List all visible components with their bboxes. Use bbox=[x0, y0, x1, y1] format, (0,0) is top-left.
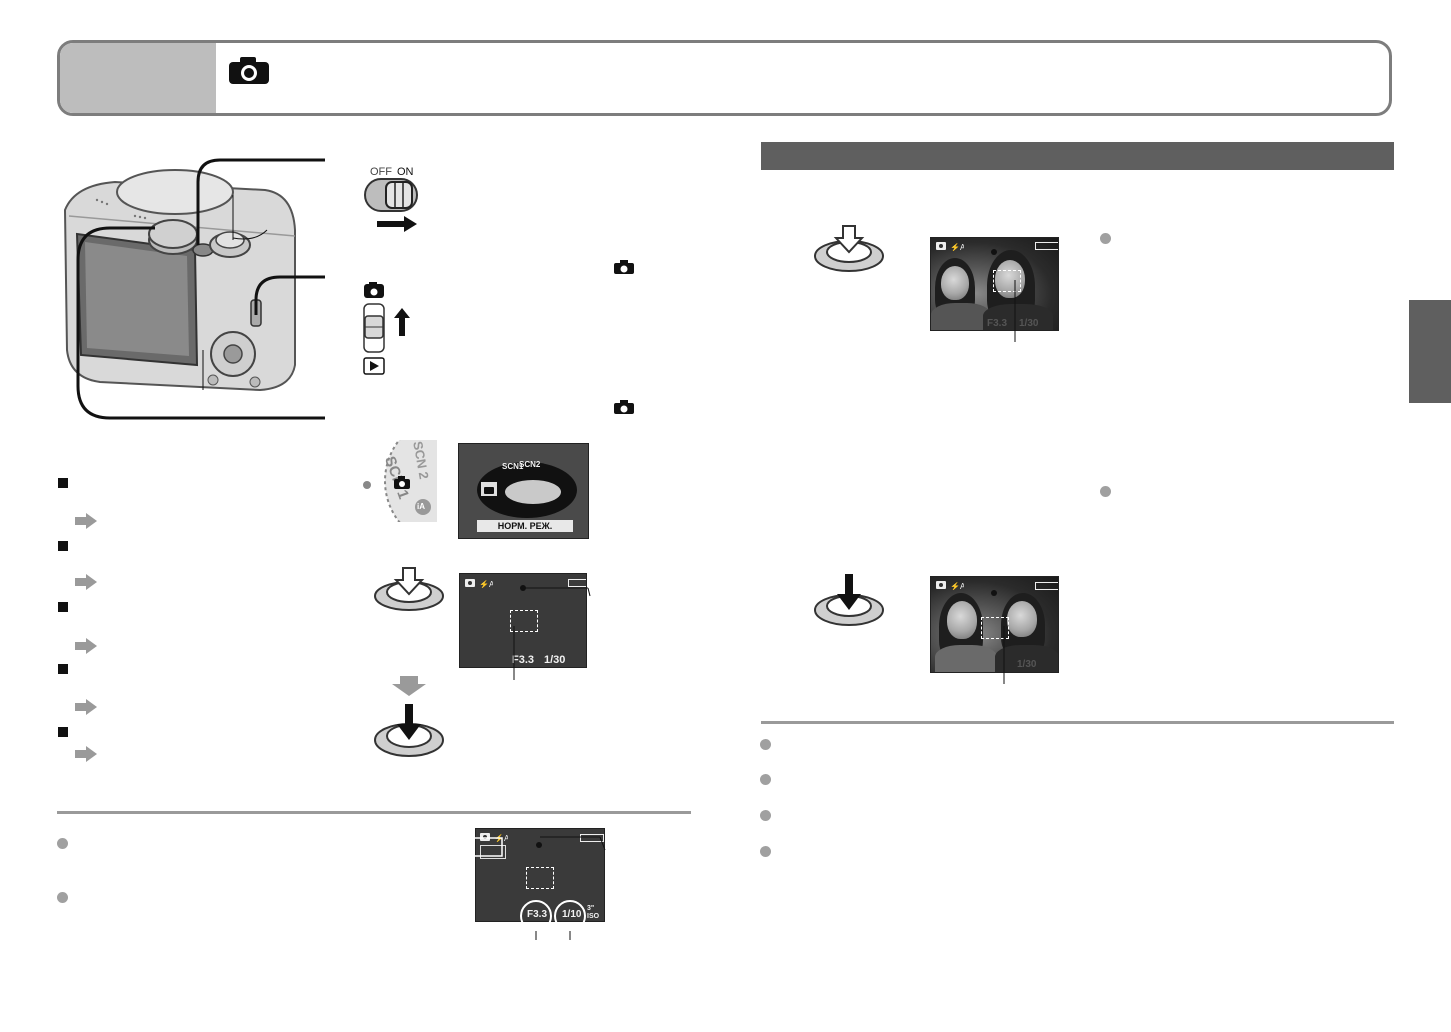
af-callout-line bbox=[1003, 626, 1005, 684]
header-tab bbox=[60, 43, 216, 113]
focus-indicator bbox=[991, 590, 997, 596]
lcd-shutter-speed: 1/10 bbox=[562, 909, 582, 920]
note-bullet bbox=[760, 810, 771, 821]
arrow-right-icon bbox=[75, 513, 97, 529]
camera-icon bbox=[394, 476, 410, 489]
focus-indicator bbox=[536, 842, 542, 848]
lcd-aperture: F3.3 bbox=[512, 654, 535, 666]
note-bullet bbox=[760, 739, 771, 750]
lcd-shutter-speed: 1/30 bbox=[1017, 659, 1037, 670]
note-bullet bbox=[760, 774, 771, 785]
portrait-capture-screen: ⚡A 1/30 bbox=[930, 576, 1059, 673]
lcd-aperture: F3.3 bbox=[987, 318, 1008, 329]
chapter-side-tab bbox=[1409, 300, 1451, 403]
battery-icon bbox=[580, 834, 604, 842]
jitter-alert-icon bbox=[480, 845, 506, 859]
focus-indicator bbox=[991, 249, 997, 255]
camera-icon: ⚡A bbox=[936, 581, 964, 590]
camera-icon bbox=[614, 260, 634, 274]
arrow-right-icon bbox=[75, 746, 97, 762]
svg-text:⚡A: ⚡A bbox=[950, 581, 964, 590]
shutter-full-press-icon bbox=[374, 704, 444, 757]
camera-icon: ⚡A bbox=[936, 242, 964, 251]
camera-illustration bbox=[55, 150, 325, 420]
note-bullet bbox=[57, 892, 68, 903]
af-callout-line bbox=[1014, 280, 1016, 342]
lcd-callouts bbox=[513, 587, 591, 680]
section-heading-bar bbox=[761, 142, 1394, 170]
page-header-banner bbox=[57, 40, 1392, 116]
power-on-label: ON bbox=[397, 166, 414, 178]
shutter-half-press-icon bbox=[814, 225, 884, 272]
battery-icon bbox=[1035, 582, 1058, 590]
arrow-down-icon bbox=[392, 676, 426, 696]
note-bullet bbox=[760, 846, 771, 857]
mode-menu-footer: НОРМ. РЕЖ. bbox=[477, 520, 573, 532]
lcd-shutter-speed: 1/30 bbox=[1019, 318, 1039, 329]
af-area-frame bbox=[510, 610, 538, 632]
menu-item-scn2[interactable]: SCN2 bbox=[519, 460, 541, 469]
menu-item-scn1[interactable]: SCN1 bbox=[502, 462, 524, 471]
lcd-exposure-warning-screen: ⚡A F3.3 1/10 3" ISO bbox=[475, 828, 605, 922]
battery-icon bbox=[568, 579, 586, 587]
note-bullet bbox=[1100, 233, 1111, 244]
list-bullet bbox=[58, 727, 68, 737]
camera-icon: ⚡A bbox=[465, 579, 493, 588]
arrow-right-icon bbox=[75, 574, 97, 590]
af-area-frame bbox=[526, 867, 554, 889]
note-bullet bbox=[1100, 486, 1111, 497]
portrait-focus-screen: ⚡A F3.3 1/30 bbox=[930, 237, 1059, 331]
power-off-label: OFF bbox=[370, 166, 392, 178]
list-bullet bbox=[58, 602, 68, 612]
svg-text:⚡A: ⚡A bbox=[950, 242, 964, 251]
lcd-focus-screen: ⚡A F3.3 1/30 bbox=[459, 573, 587, 668]
mode-menu-screen: SCN1 SCN2 НОРМ. РЕЖ. bbox=[458, 443, 589, 539]
svg-text:⚡A: ⚡A bbox=[479, 579, 493, 588]
lcd-exposure-time: 3" bbox=[587, 905, 595, 912]
arrow-right-icon bbox=[75, 638, 97, 654]
list-bullet bbox=[58, 541, 68, 551]
dial-index-dot bbox=[363, 481, 371, 489]
rec-play-switch-icon bbox=[363, 282, 410, 375]
focus-indicator bbox=[520, 585, 526, 591]
list-bullet bbox=[58, 664, 68, 674]
af-area-frame bbox=[993, 270, 1021, 292]
callout-lines bbox=[76, 158, 325, 420]
notes-divider bbox=[57, 811, 691, 814]
mode-dial[interactable]: SCN 1 SCN 2 iA bbox=[381, 440, 437, 522]
lcd-aperture: F3.3 bbox=[527, 909, 548, 920]
camera-icon bbox=[614, 400, 634, 414]
shutter-half-press-icon bbox=[374, 567, 444, 611]
lcd-highlight-callouts bbox=[473, 836, 606, 940]
shutter-full-press-icon bbox=[814, 574, 884, 626]
dial-ia-label: iA bbox=[417, 502, 425, 511]
camera-icon bbox=[229, 57, 269, 84]
note-bullet bbox=[57, 838, 68, 849]
battery-icon bbox=[1035, 242, 1058, 250]
list-bullet bbox=[58, 478, 68, 488]
notes-divider bbox=[761, 721, 1394, 724]
arrow-right-icon bbox=[75, 699, 97, 715]
lcd-iso-label: ISO bbox=[587, 913, 600, 920]
af-area-frame bbox=[981, 617, 1009, 639]
power-switch-icon bbox=[364, 178, 418, 232]
lcd-shutter-speed: 1/30 bbox=[544, 654, 566, 666]
